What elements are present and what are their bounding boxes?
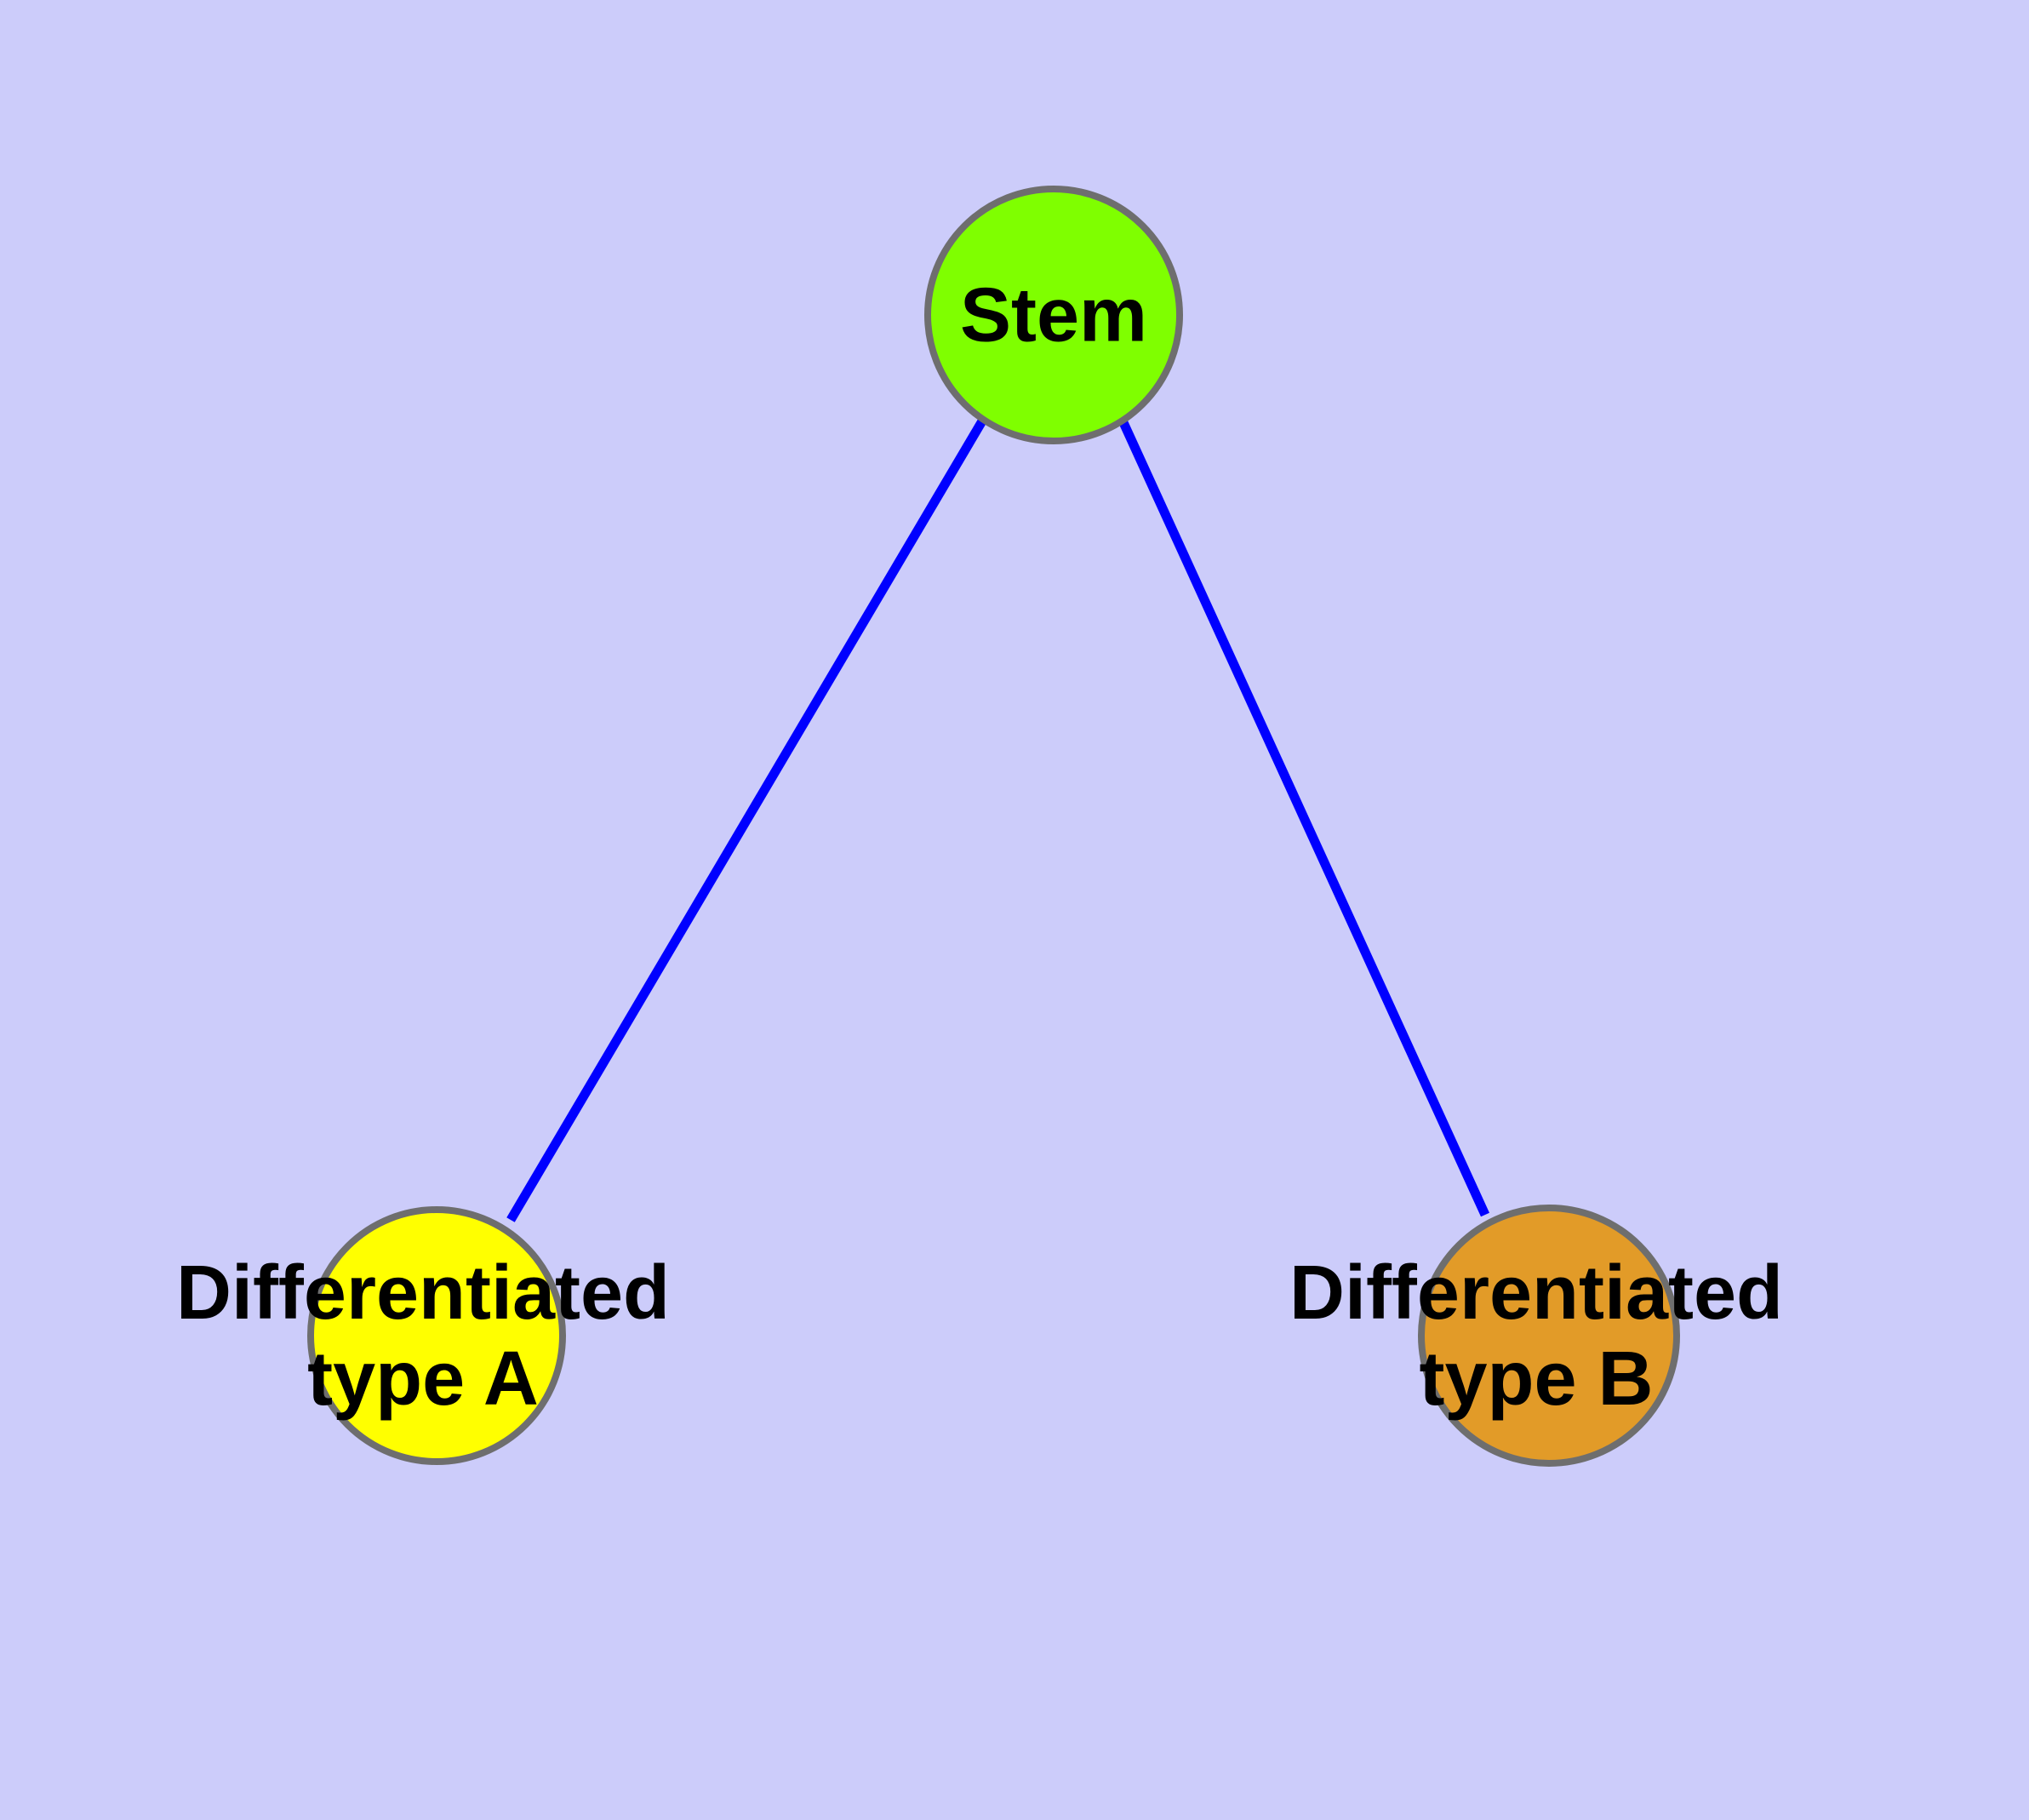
node-label-line: type B [1419, 1336, 1653, 1422]
edge-stem-to-differentiated-type-b[interactable] [1117, 416, 1490, 1217]
node-differentiated-type-b-circle[interactable] [1418, 1205, 1680, 1467]
node-label-line: Stem [960, 273, 1147, 358]
node-stem-circle[interactable] [924, 186, 1183, 444]
node-label-line: type A [307, 1336, 539, 1422]
node-stem-label: Stem [960, 273, 1147, 358]
node-differentiated-type-a-circle[interactable] [307, 1206, 566, 1465]
node-label-line: Differentiated [1289, 1251, 1783, 1336]
nodes-group [307, 186, 1680, 1467]
edges-group [506, 416, 1490, 1222]
node-label-line: Differentiated [176, 1251, 670, 1336]
edge-stem-to-differentiated-type-a[interactable] [506, 417, 987, 1222]
